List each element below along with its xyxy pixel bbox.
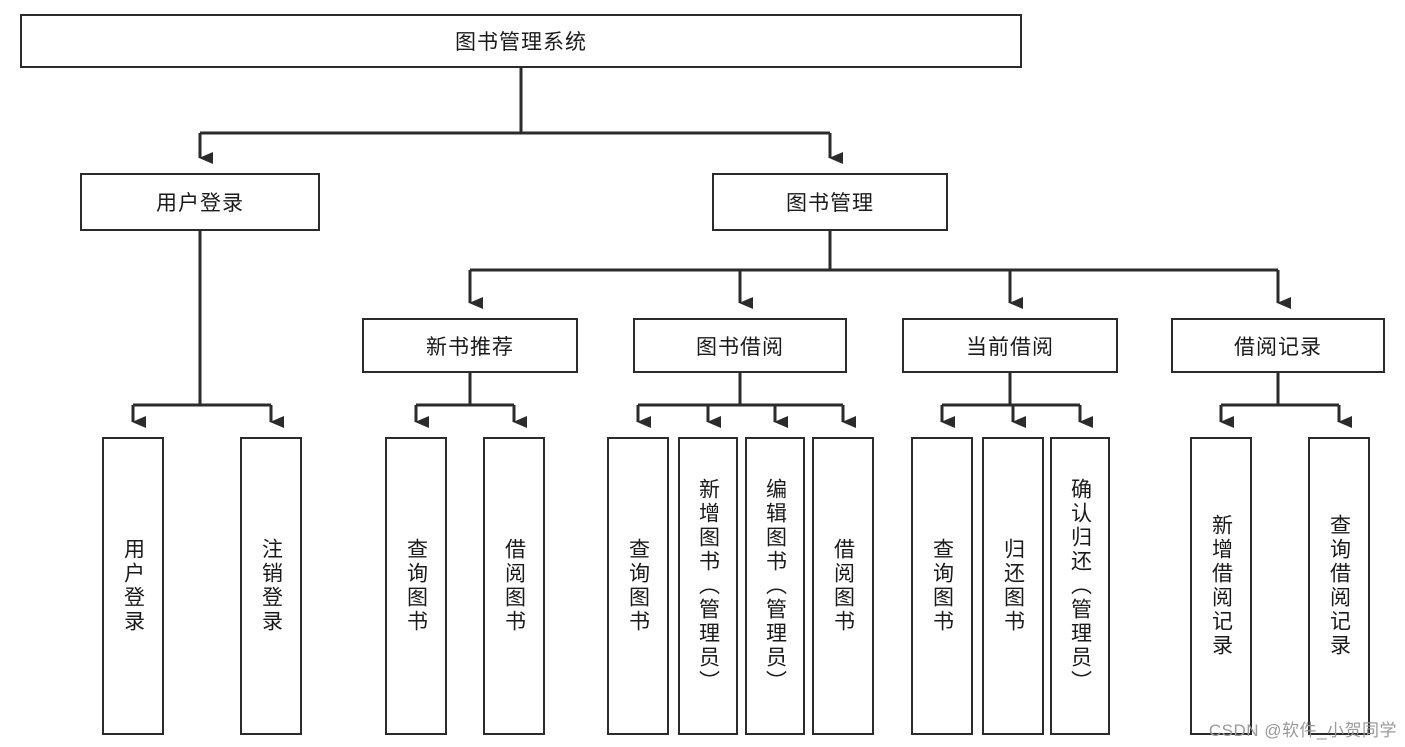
- leaf-borrow-book-newbook[interactable]: 借阅图书: [483, 437, 545, 735]
- leaf-query-book-borrow[interactable]: 查询图书: [607, 437, 669, 735]
- node-current-borrow[interactable]: 当前借阅: [902, 318, 1118, 373]
- node-book-borrow[interactable]: 图书借阅: [633, 318, 847, 373]
- leaf-query-book-borrow-label: 查询图书: [626, 538, 650, 634]
- leaf-query-book-newbook-label: 查询图书: [404, 538, 428, 634]
- leaf-borrow-book-newbook-label: 借阅图书: [502, 538, 526, 634]
- leaf-confirm-return-admin[interactable]: 确认归还（管理员）: [1050, 437, 1110, 735]
- leaf-query-book-current[interactable]: 查询图书: [911, 437, 973, 735]
- node-book-borrow-label: 图书借阅: [696, 335, 784, 359]
- node-new-book-recommend-label: 新书推荐: [426, 335, 514, 359]
- leaf-borrow-book-borrow[interactable]: 借阅图书: [812, 437, 874, 735]
- node-borrow-record-label: 借阅记录: [1234, 335, 1322, 359]
- watermark-text: CSDN @软件_小贺同学: [1208, 721, 1397, 740]
- leaf-add-borrow-record[interactable]: 新增借阅记录: [1190, 437, 1252, 735]
- leaf-confirm-return-admin-label: 确认归还（管理员）: [1068, 478, 1092, 694]
- node-book-management[interactable]: 图书管理: [712, 173, 948, 231]
- node-user-login-label: 用户登录: [156, 192, 244, 215]
- leaf-edit-book-admin[interactable]: 编辑图书（管理员）: [745, 437, 805, 735]
- leaf-query-borrow-record-label: 查询借阅记录: [1327, 514, 1351, 658]
- leaf-query-borrow-record[interactable]: 查询借阅记录: [1308, 437, 1370, 735]
- node-root-label: 图书管理系统: [455, 31, 587, 54]
- node-root[interactable]: 图书管理系统: [20, 14, 1022, 68]
- leaf-query-book-current-label: 查询图书: [930, 538, 954, 634]
- leaf-add-borrow-record-label: 新增借阅记录: [1209, 514, 1233, 658]
- node-user-login[interactable]: 用户登录: [80, 173, 320, 231]
- leaf-logout[interactable]: 注销登录: [240, 437, 302, 735]
- leaf-user-login[interactable]: 用户登录: [102, 437, 164, 735]
- node-borrow-record[interactable]: 借阅记录: [1171, 318, 1385, 373]
- node-book-management-label: 图书管理: [786, 192, 874, 215]
- node-current-borrow-label: 当前借阅: [966, 335, 1054, 359]
- leaf-query-book-newbook[interactable]: 查询图书: [385, 437, 447, 735]
- leaf-add-book-admin[interactable]: 新增图书（管理员）: [678, 437, 738, 735]
- leaf-logout-label: 注销登录: [259, 538, 283, 634]
- leaf-return-book-label: 归还图书: [1001, 538, 1025, 634]
- node-new-book-recommend[interactable]: 新书推荐: [362, 318, 578, 373]
- leaf-borrow-book-borrow-label: 借阅图书: [831, 538, 855, 634]
- leaf-user-login-label: 用户登录: [121, 538, 145, 634]
- leaf-edit-book-admin-label: 编辑图书（管理员）: [763, 478, 787, 694]
- leaf-return-book[interactable]: 归还图书: [982, 437, 1044, 735]
- leaf-add-book-admin-label: 新增图书（管理员）: [696, 478, 720, 694]
